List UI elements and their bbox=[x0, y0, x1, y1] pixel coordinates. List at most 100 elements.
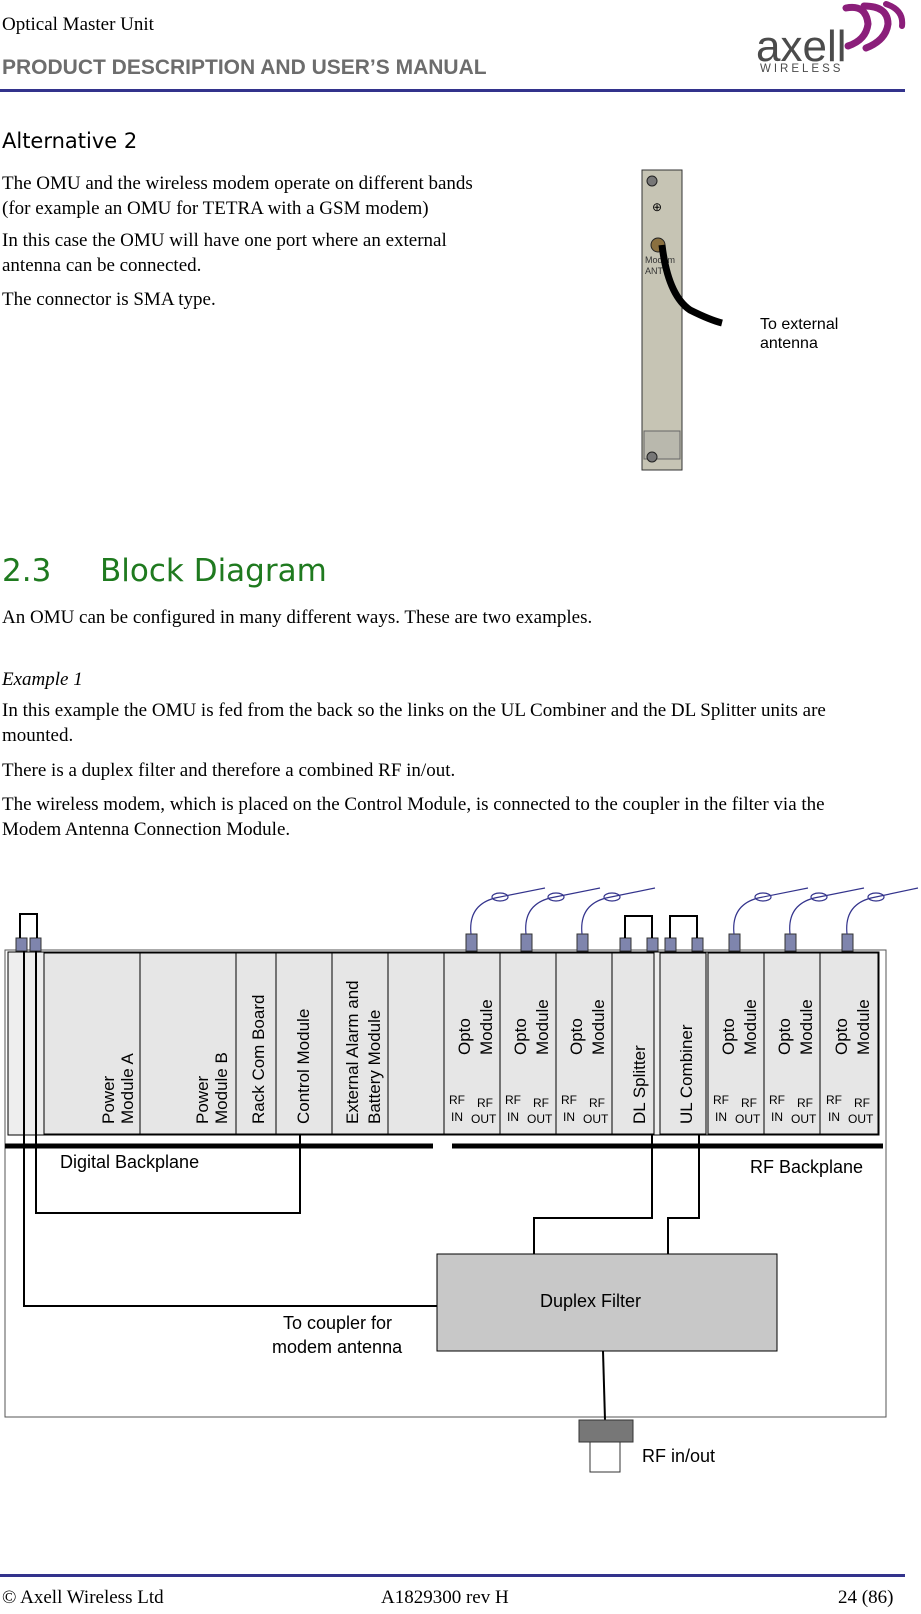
opto1-rf-out-b: OUT bbox=[471, 1112, 497, 1126]
fiber-loop-2 bbox=[547, 892, 565, 902]
rf-backplane-label: RF Backplane bbox=[750, 1157, 863, 1177]
label-power-b-2: Module B bbox=[212, 1052, 231, 1124]
label-power-a-1: Power bbox=[99, 1075, 118, 1124]
module-opto-2 bbox=[499, 952, 557, 1135]
label-opto-3a: Opto bbox=[567, 1018, 586, 1055]
fiber-loop-5 bbox=[810, 892, 828, 902]
logo-mark-icon bbox=[842, 1, 906, 52]
port-opto6 bbox=[841, 933, 854, 952]
crosshair-icon: ⊕ bbox=[652, 200, 662, 214]
fiber-opto6 bbox=[846, 887, 919, 935]
label-opto-2a: Opto bbox=[511, 1018, 530, 1055]
example-paragraph-1: In this example the OMU is fed from the … bbox=[2, 698, 826, 748]
opto4-rf-in-b: IN bbox=[715, 1110, 727, 1124]
wire-duplex-to-rf bbox=[602, 1350, 606, 1421]
alt2-paragraph-1: The OMU and the wireless modem operate o… bbox=[2, 171, 473, 221]
fiber-opto3 bbox=[581, 887, 656, 935]
digital-backplane-label: Digital Backplane bbox=[60, 1152, 199, 1172]
opto4-rf-out-b: OUT bbox=[735, 1112, 761, 1126]
module-blank bbox=[387, 952, 445, 1135]
port-ul-1 bbox=[664, 937, 677, 952]
panel-plate bbox=[641, 169, 683, 471]
panel-screw-top bbox=[646, 175, 658, 187]
coupler-label-2: modem antenna bbox=[272, 1337, 403, 1357]
module-opto-4 bbox=[707, 952, 765, 1135]
doc-subtitle: PRODUCT DESCRIPTION AND USER’S MANUAL bbox=[2, 56, 487, 79]
external-antenna-callout: To external antenna bbox=[760, 315, 838, 353]
opto5-rf-in-b: IN bbox=[771, 1110, 783, 1124]
block-diagram: Power Module A Power Module B Rack Com B… bbox=[4, 887, 919, 1473]
fiber-loop-4 bbox=[754, 892, 772, 902]
example-paragraph-3: The wireless modem, which is placed on t… bbox=[2, 792, 825, 842]
module-dl-splitter bbox=[611, 952, 655, 1135]
opto3-rf-out-a: RF bbox=[589, 1096, 605, 1110]
opto2-rf-out-b: OUT bbox=[527, 1112, 553, 1126]
label-rack-com: Rack Com Board bbox=[249, 995, 268, 1124]
callout-line1: To external bbox=[760, 316, 839, 333]
footer-copyright: © Axell Wireless Ltd bbox=[2, 1587, 164, 1608]
callout-line2: antenna bbox=[760, 335, 818, 352]
module-ext-alarm bbox=[331, 952, 389, 1135]
opto4-rf-out-a: RF bbox=[741, 1096, 757, 1110]
panel-screw-bottom bbox=[646, 451, 658, 463]
wire-ul-to-duplex bbox=[667, 1134, 700, 1254]
opto-port-labels: RF IN RF OUT RF IN RF OUT RF IN RF OUT R… bbox=[449, 1093, 874, 1126]
alt2-p1-line1: The OMU and the wireless modem operate o… bbox=[2, 173, 473, 194]
port-dl-1 bbox=[619, 937, 632, 952]
label-power-b-1: Power bbox=[193, 1075, 212, 1124]
opto2-rf-in-b: IN bbox=[507, 1110, 519, 1124]
fiber-loop-3 bbox=[603, 892, 621, 902]
opto5-rf-in-a: RF bbox=[769, 1093, 785, 1107]
module-opto-1 bbox=[443, 952, 501, 1135]
footer-docnum: A1829300 rev H bbox=[381, 1587, 509, 1608]
doc-title: Optical Master Unit bbox=[2, 14, 154, 35]
logo-subtitle: WIRELESS bbox=[760, 63, 844, 75]
antenna-cable bbox=[658, 244, 723, 327]
module-opto-5 bbox=[763, 952, 821, 1135]
ex-p3-line1: The wireless modem, which is placed on t… bbox=[2, 794, 825, 815]
opto3-rf-in-b: IN bbox=[563, 1110, 575, 1124]
section-intro: An OMU can be configured in many differe… bbox=[2, 607, 593, 628]
label-opto-1b: Module bbox=[477, 999, 496, 1055]
label-power-a-2: Module A bbox=[118, 1052, 137, 1124]
opto1-rf-out-a: RF bbox=[477, 1096, 493, 1110]
section-number: 2.3 bbox=[2, 553, 52, 589]
panel-label-modem: Modem bbox=[645, 255, 675, 265]
wire-modem-coupler bbox=[23, 951, 440, 1307]
port-opto2 bbox=[520, 933, 533, 952]
fiber-opto4 bbox=[733, 887, 809, 935]
example-paragraph-2: There is a duplex filter and therefore a… bbox=[2, 760, 456, 781]
rf-inout-label: RF in/out bbox=[642, 1446, 715, 1466]
fiber-cables bbox=[470, 887, 919, 935]
module-opto-3 bbox=[555, 952, 613, 1135]
header-rule bbox=[0, 89, 905, 92]
opto5-rf-out-b: OUT bbox=[791, 1112, 817, 1126]
label-control: Control Module bbox=[294, 1009, 313, 1124]
alt2-p1-line2: (for example an OMU for TETRA with a GSM… bbox=[2, 198, 429, 219]
port-opto1 bbox=[465, 933, 478, 952]
opto4-rf-in-a: RF bbox=[713, 1093, 729, 1107]
example-title: Example 1 bbox=[2, 669, 83, 690]
opto1-rf-in-b: IN bbox=[451, 1110, 463, 1124]
opto6-rf-out-a: RF bbox=[854, 1096, 870, 1110]
fiber-opto1 bbox=[470, 887, 546, 935]
top-ports bbox=[15, 933, 854, 952]
label-opto-2b: Module bbox=[533, 999, 552, 1055]
opto2-rf-out-a: RF bbox=[533, 1096, 549, 1110]
wire-control bbox=[35, 951, 301, 1214]
opto1-rf-in-a: RF bbox=[449, 1093, 465, 1107]
panel-label-ant: ANT bbox=[645, 266, 664, 276]
alt2-paragraph-2: In this case the OMU will have one port … bbox=[2, 228, 447, 278]
jumper-left bbox=[19, 913, 38, 938]
rf-connector-head bbox=[578, 1419, 634, 1443]
label-opto-4b: Module bbox=[741, 999, 760, 1055]
jumper-ul bbox=[669, 915, 698, 938]
coupler-label-1: To coupler for bbox=[283, 1313, 392, 1333]
fiber-loop-1 bbox=[491, 892, 509, 902]
opto2-rf-in-a: RF bbox=[505, 1093, 521, 1107]
duplex-filter-label: Duplex Filter bbox=[540, 1291, 641, 1311]
label-opto-5a: Opto bbox=[775, 1018, 794, 1055]
fiber-loop-6 bbox=[867, 892, 885, 902]
wiring bbox=[23, 951, 700, 1421]
